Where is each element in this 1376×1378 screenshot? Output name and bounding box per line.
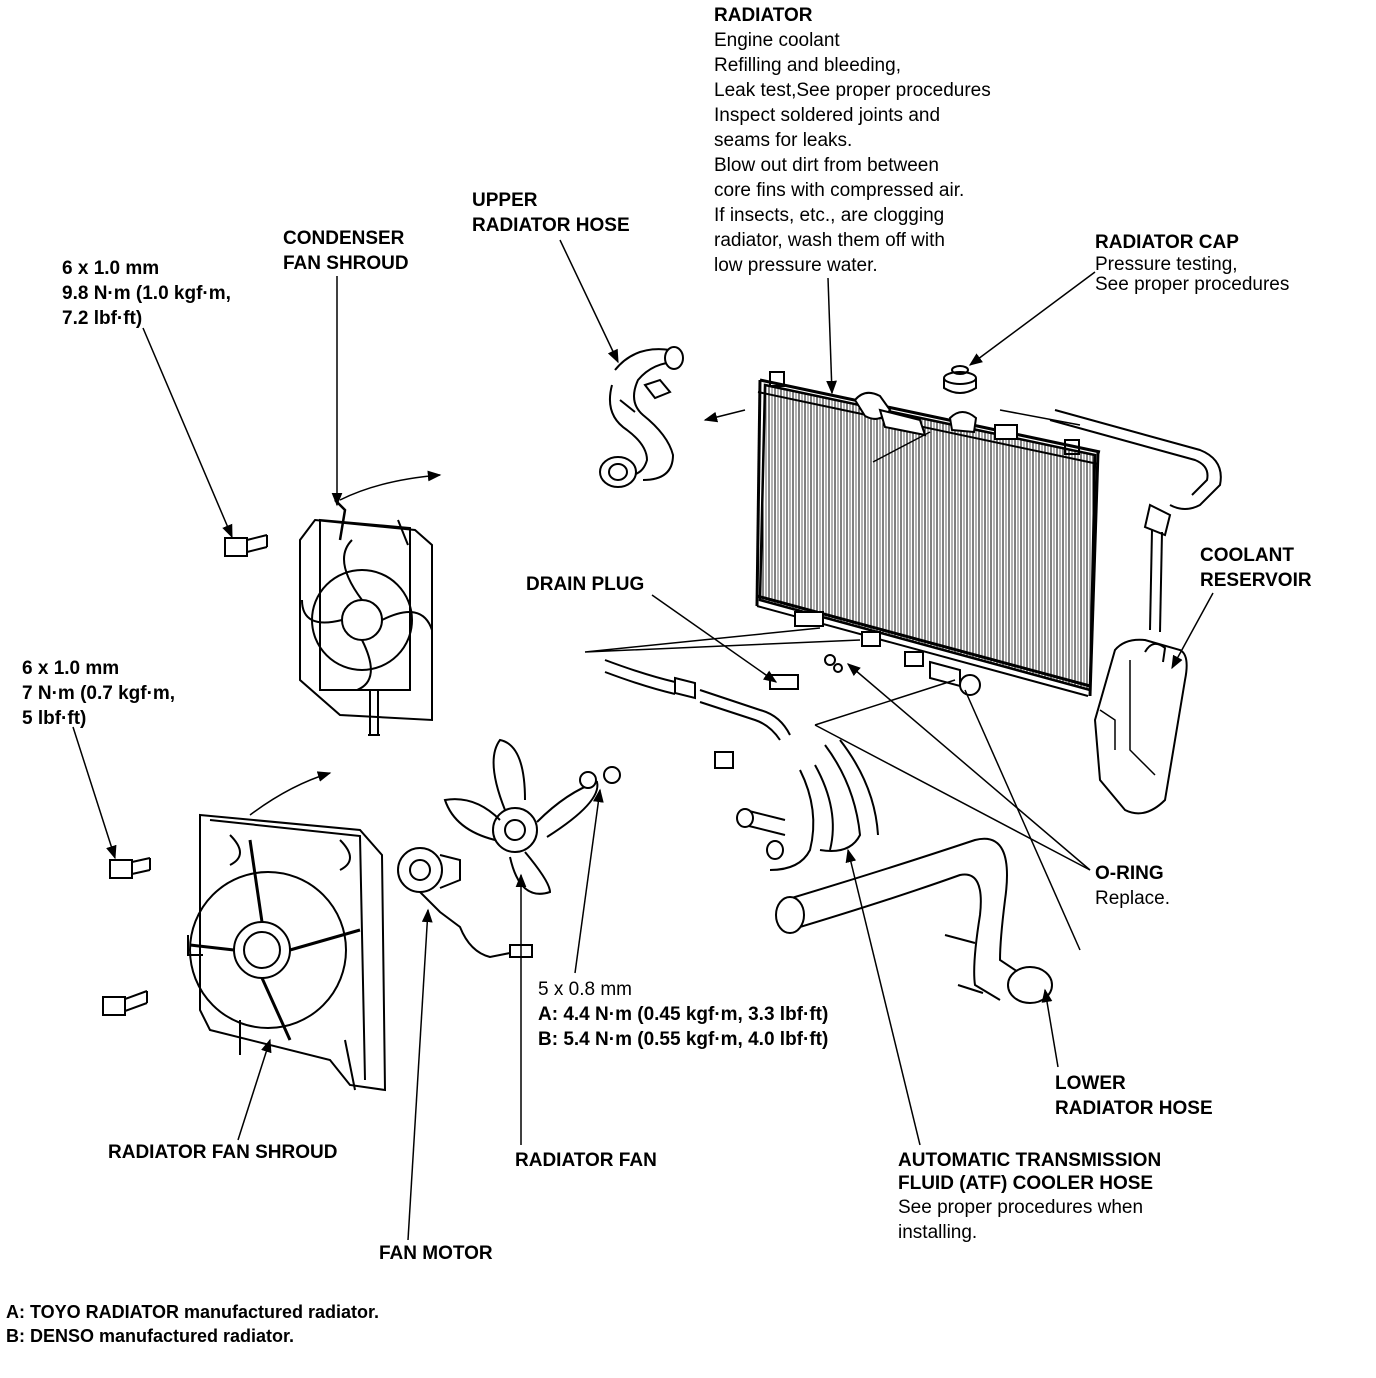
atf-pipes xyxy=(604,654,843,769)
overflow-hose xyxy=(1049,409,1222,633)
coolant-reservoir-label: COOLANT RESERVOIR xyxy=(1200,543,1312,593)
atf-hose-note-2: installing. xyxy=(898,1222,978,1243)
condenser-shroud-line-2: FAN SHROUD xyxy=(283,253,409,274)
fan-bolt-line-2: A: 4.4 N·m (0.45 kgf·m, 3.3 lbf·ft) xyxy=(538,1004,829,1025)
o-ring-label: O-RING Replace. xyxy=(1095,861,1170,911)
condenser-shroud-label: CONDENSER FAN SHROUD xyxy=(283,226,409,276)
footnotes: A: TOYO RADIATOR manufactured radiator. … xyxy=(6,1300,379,1348)
radiator-note-5: seams for leaks. xyxy=(714,130,853,151)
radiator-note-1: Engine coolant xyxy=(714,30,840,51)
fan-bolt-line-1: 5 x 0.8 mm xyxy=(538,979,632,1000)
radiator-note-3: Leak test,See proper procedures xyxy=(714,80,991,101)
footnote-b: B: DENSO manufactured radiator. xyxy=(6,1326,295,1346)
radiator-fan xyxy=(443,738,621,895)
radiator-note-10: low pressure water. xyxy=(714,255,878,276)
atf-hose-note-1: See proper procedures when xyxy=(898,1197,1144,1218)
bolt-low xyxy=(102,990,148,1016)
fan-motor-label: FAN MOTOR xyxy=(379,1243,493,1264)
upper-hose-line-1: UPPER xyxy=(472,190,538,211)
atf-hose-label: AUTOMATIC TRANSMISSION FLUID (ATF) COOLE… xyxy=(898,1148,1161,1245)
fan-bolt-label: 5 x 0.8 mm A: 4.4 N·m (0.45 kgf·m, 3.3 l… xyxy=(538,977,828,1052)
bolt-top-line-1: 6 x 1.0 mm xyxy=(62,258,160,279)
radiator-fan-shroud-label: RADIATOR FAN SHROUD xyxy=(108,1142,338,1163)
radiator-note-9: radiator, wash them off with xyxy=(714,230,945,251)
radiator-fan-shroud xyxy=(187,813,387,1092)
lower-hose-line-2: RADIATOR HOSE xyxy=(1055,1098,1213,1119)
radiator-note-2: Refilling and bleeding, xyxy=(714,55,901,76)
radiator-cap-title: RADIATOR CAP xyxy=(1095,232,1239,253)
atf-hose-line-1: AUTOMATIC TRANSMISSION xyxy=(898,1150,1162,1171)
bolt-top xyxy=(224,534,268,557)
radiator-label: RADIATOR Engine coolant Refilling and bl… xyxy=(714,3,991,278)
bolt-top-label: 6 x 1.0 mm 9.8 N·m (1.0 kgf·m, 7.2 lbf·f… xyxy=(62,256,231,331)
upper-hose-label: UPPER RADIATOR HOSE xyxy=(472,188,630,238)
radiator-cap-note-1: Pressure testing, xyxy=(1095,254,1238,275)
o-ring-note: Replace. xyxy=(1095,888,1170,909)
fan-bolt-line-3: B: 5.4 N·m (0.55 kgf·m, 4.0 lbf·ft) xyxy=(538,1029,829,1050)
bolt-mid-label: 6 x 1.0 mm 7 N·m (0.7 kgf·m, 5 lbf·ft) xyxy=(22,656,175,731)
bolt-mid xyxy=(109,857,151,879)
radiator-core xyxy=(755,371,1101,697)
radiator-note-7: core fins with compressed air. xyxy=(714,180,965,201)
o-ring-title: O-RING xyxy=(1095,863,1164,884)
upper-radiator-hose xyxy=(599,346,684,488)
bolt-top-line-3: 7.2 lbf·ft) xyxy=(62,308,143,329)
upper-hose-line-2: RADIATOR HOSE xyxy=(472,215,630,236)
radiator-cap-note-2: See proper procedures xyxy=(1095,274,1290,295)
radiator-fan-label: RADIATOR FAN xyxy=(515,1150,657,1171)
radiator-cap-label: RADIATOR CAP Pressure testing, See prope… xyxy=(1095,230,1289,295)
radiator-note-8: If insects, etc., are clogging xyxy=(714,205,945,226)
footnote-a: A: TOYO RADIATOR manufactured radiator. xyxy=(6,1302,380,1322)
lower-hose-line-1: LOWER xyxy=(1055,1073,1126,1094)
radiator-title: RADIATOR xyxy=(714,5,813,26)
radiator-cap xyxy=(943,365,977,394)
radiator-note-6: Blow out dirt from between xyxy=(714,155,939,176)
fan-motor xyxy=(397,847,533,959)
bolt-mid-line-2: 7 N·m (0.7 kgf·m, xyxy=(22,683,176,704)
condenser-fan-shroud xyxy=(299,499,433,736)
coolant-reservoir-line-1: COOLANT xyxy=(1200,545,1294,566)
condenser-shroud-line-1: CONDENSER xyxy=(283,228,405,249)
radiator-note-4: Inspect soldered joints and xyxy=(714,105,941,126)
atf-hose-line-2: FLUID (ATF) COOLER HOSE xyxy=(898,1173,1154,1194)
coolant-reservoir-line-2: RESERVOIR xyxy=(1200,570,1312,591)
bolt-mid-line-3: 5 lbf·ft) xyxy=(22,708,87,729)
leader-lines xyxy=(72,239,1214,1241)
bolt-mid-line-1: 6 x 1.0 mm xyxy=(22,658,120,679)
assembly-arrows xyxy=(249,409,746,816)
bolt-top-line-2: 9.8 N·m (1.0 kgf·m, xyxy=(62,283,231,304)
drain-plug-label: DRAIN PLUG xyxy=(526,574,645,595)
lower-hose-label: LOWER RADIATOR HOSE xyxy=(1055,1071,1213,1121)
atf-cooler-hoses xyxy=(736,739,879,871)
coolant-reservoir xyxy=(1093,638,1188,815)
